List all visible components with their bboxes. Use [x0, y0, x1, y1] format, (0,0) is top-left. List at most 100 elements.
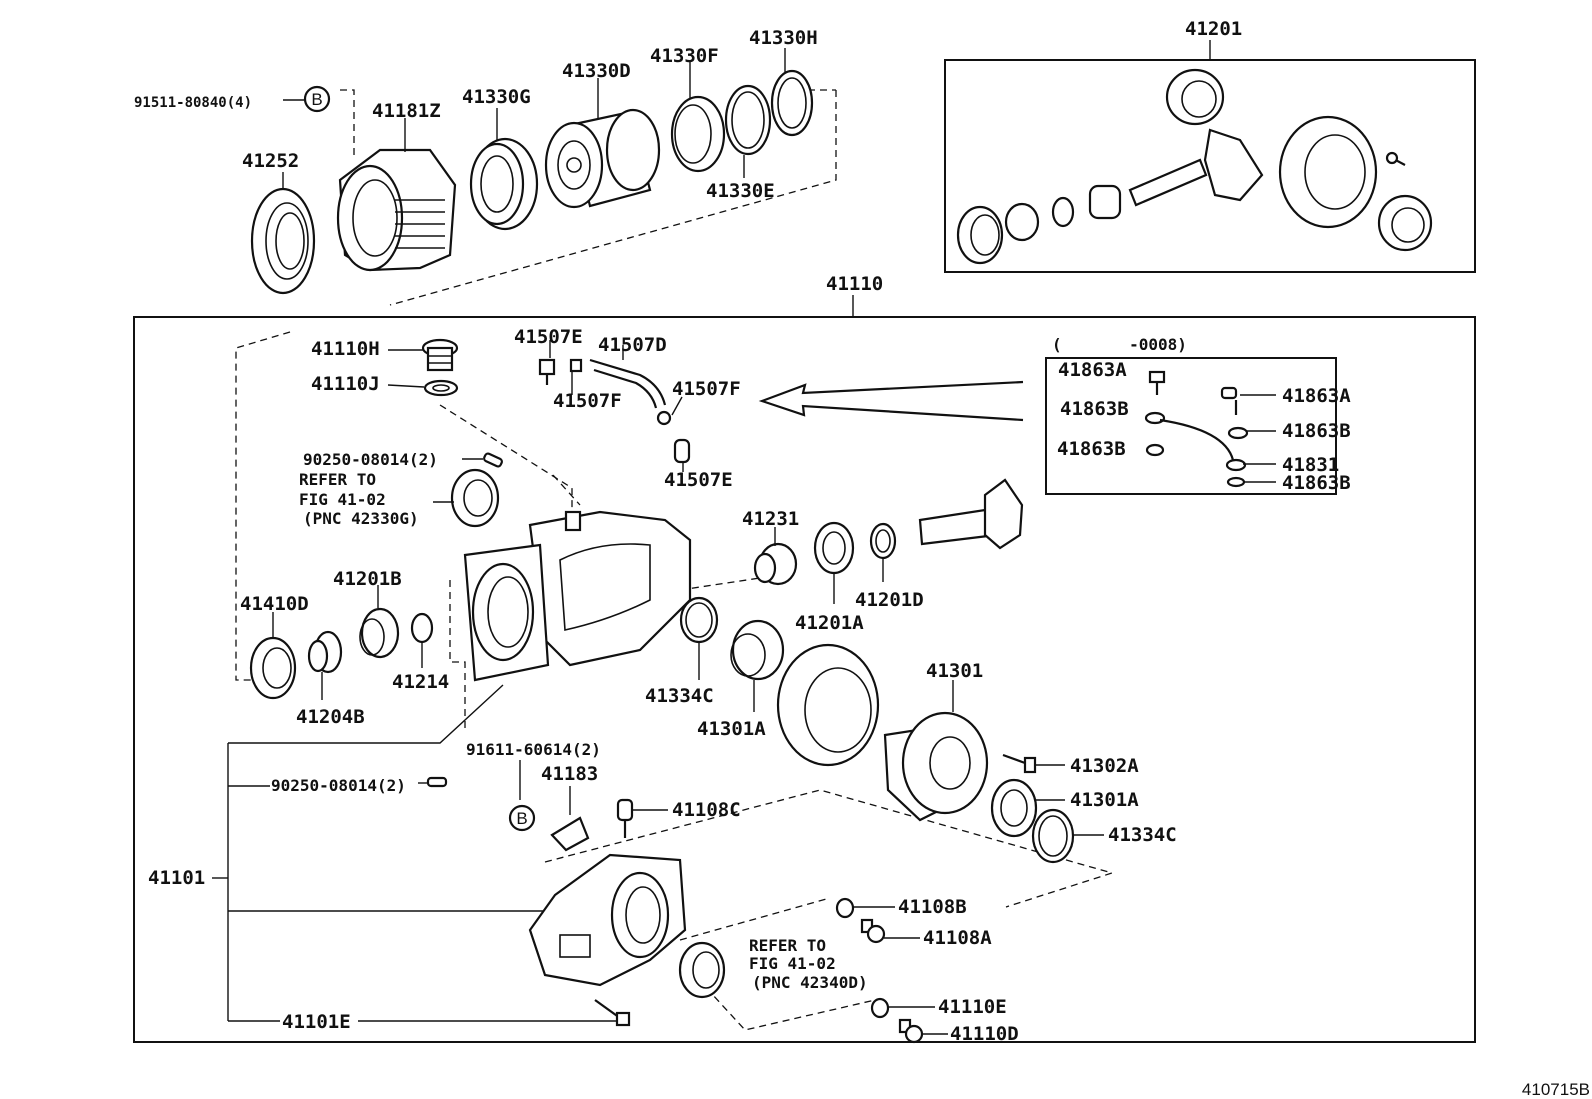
label-41507f-right: 41507F [672, 378, 741, 400]
label-41507d: 41507D [598, 334, 667, 356]
carrier-assembly-frame [133, 316, 1476, 1043]
label-41201b: 41201B [333, 568, 402, 590]
label-41330h: 41330H [749, 27, 818, 49]
label-41863b-right-2: 41863B [1282, 472, 1351, 494]
label-41831: 41831 [1282, 454, 1339, 476]
label-41301a-lower: 41301A [1070, 789, 1139, 811]
part-41330h-ring [770, 69, 814, 137]
label-41507e-top: 41507E [514, 326, 583, 348]
label-refer-upper-1: REFER TO [299, 470, 376, 489]
label-41110: 41110 [826, 273, 883, 295]
label-41201: 41201 [1185, 18, 1242, 40]
label-41507e-bottom: 41507E [664, 469, 733, 491]
label-41108c: 41108C [672, 799, 741, 821]
label-91511: 91511-80840(4) [134, 95, 252, 111]
part-41201-pinion-kit [956, 68, 1433, 265]
label-refer-lower-1: REFER TO [749, 936, 826, 955]
label-41101: 41101 [148, 867, 205, 889]
part-41302a-bolt [1002, 753, 1037, 774]
part-drive-pinion [918, 478, 1024, 550]
label-41301a-upper: 41301A [697, 718, 766, 740]
label-41110e: 41110E [938, 996, 1007, 1018]
part-41231-spacer [753, 542, 798, 586]
label-41252: 41252 [242, 150, 299, 172]
part-41201a-bearing [813, 521, 855, 575]
part-refer-bearing-upper [450, 468, 500, 528]
part-41507-breather [538, 358, 691, 464]
label-41330f: 41330F [650, 45, 719, 67]
part-41110-carrier-housing [463, 510, 692, 682]
label-41410d: 41410D [240, 593, 309, 615]
part-pin-lower [426, 776, 448, 788]
label-41330e: 41330E [706, 180, 775, 202]
part-41108a-plug [860, 918, 886, 944]
label-41863b-right-1: 41863B [1282, 420, 1351, 442]
part-41301a-bearing-upper [730, 619, 785, 681]
label-refer-upper-2: FIG 41-02 [299, 490, 386, 509]
label-date-range: ( -0008) [1052, 335, 1187, 354]
part-41330d-sleeve [544, 108, 661, 209]
label-41231: 41231 [742, 508, 799, 530]
label-41183: 41183 [541, 763, 598, 785]
part-ring-gear [776, 643, 880, 767]
part-41301-differential-case [883, 711, 989, 822]
label-41507f-left: 41507F [553, 390, 622, 412]
label-41110j: 41110J [311, 373, 380, 395]
label-41330g: 41330G [462, 86, 531, 108]
part-41204b-spacer [307, 630, 343, 674]
label-41863a-left: 41863A [1058, 359, 1127, 381]
part-41334c-ring-lower [1031, 808, 1075, 864]
part-41334c-ring-upper [679, 596, 719, 644]
label-41108a: 41108A [923, 927, 992, 949]
part-41183-gasket [550, 816, 590, 852]
part-41108c-fitting [616, 798, 634, 838]
label-41334c-upper: 41334C [645, 685, 714, 707]
label-refer-upper-3: (PNC 42330G) [303, 509, 419, 528]
part-pin-upper [483, 452, 503, 468]
label-41214: 41214 [392, 671, 449, 693]
direction-arrow [758, 380, 1024, 422]
label-41108b: 41108B [898, 896, 967, 918]
label-refer-lower-2: FIG 41-02 [749, 954, 836, 973]
part-41201d-ring [869, 522, 897, 560]
label-41301: 41301 [926, 660, 983, 682]
part-41110j-gasket [423, 379, 459, 397]
part-41181z-case [336, 148, 457, 272]
label-refer-lower-3: (PNC 42340D) [752, 973, 868, 992]
part-41110d-plug [898, 1018, 924, 1044]
part-41110e-gasket [870, 997, 890, 1019]
part-41108b-gasket [835, 897, 855, 919]
label-41181z: 41181Z [372, 100, 441, 122]
part-41410d-seal [249, 636, 297, 700]
breather-subframe [1045, 357, 1337, 495]
label-90250-lower: 90250-08014(2) [271, 776, 406, 795]
part-41330e-ring [724, 84, 772, 156]
label-41863a-right: 41863A [1282, 385, 1351, 407]
part-41301a-bearing-lower [990, 778, 1038, 838]
part-41201b-bearing [359, 607, 400, 659]
part-41252-oil-seal [250, 187, 316, 295]
label-41201d: 41201D [855, 589, 924, 611]
part-41330f-bearing [670, 95, 726, 173]
callout-b-circle-bottom [508, 804, 536, 832]
part-41330g-bearing [469, 137, 539, 231]
label-41302a: 41302A [1070, 755, 1139, 777]
figure-code: 410715B [1522, 1080, 1590, 1099]
label-41101e: 41101E [282, 1011, 351, 1033]
label-41110d: 41110D [950, 1023, 1019, 1045]
part-41101-cover [528, 853, 687, 987]
part-41863-41831-breather-set [1144, 370, 1249, 488]
callout-b-circle-top [303, 85, 331, 113]
label-41334c-lower: 41334C [1108, 824, 1177, 846]
part-41101e-bolt [594, 999, 631, 1027]
part-41110h-plug [421, 338, 459, 372]
part-refer-bearing-lower [678, 941, 726, 999]
label-41863b-left-2: 41863B [1057, 438, 1126, 460]
label-90250-upper: 90250-08014(2) [303, 450, 438, 469]
part-41214-ring [410, 612, 434, 644]
label-b-bottom: B [516, 809, 527, 828]
label-41110h: 41110H [311, 338, 380, 360]
label-41201a: 41201A [795, 612, 864, 634]
